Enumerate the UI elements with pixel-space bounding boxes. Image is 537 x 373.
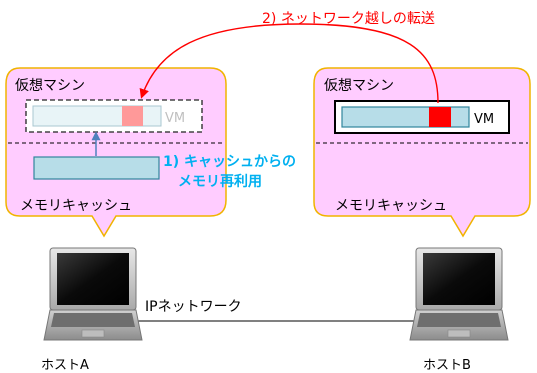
host-a-name: ホストA	[41, 358, 89, 373]
host-b-vm-box: VM	[334, 100, 510, 134]
host-b-vm-tag: VM	[474, 112, 494, 127]
host-a-vm-title: 仮想マシン	[15, 78, 85, 94]
host-a-cache-label: メモリキャッシュ	[20, 198, 132, 214]
host-b-vm-page	[429, 107, 451, 127]
network-label: IPネットワーク	[145, 299, 242, 315]
host-b-cache-label: メモリキャッシュ	[335, 198, 447, 214]
host-a-vm-tag: VM	[165, 111, 185, 126]
host-b-vm-title: 仮想マシン	[324, 78, 394, 94]
transfer-arrow	[139, 23, 439, 104]
laptop-b-icon	[409, 247, 509, 341]
host-a-vm-box: VM	[25, 99, 203, 133]
host-b-name: ホストB	[423, 358, 471, 373]
host-a-vm-page	[122, 106, 143, 126]
transfer-label: 2) ネットワーク越しの転送	[262, 11, 435, 27]
reuse-label-line1: 1) キャッシュからの	[163, 154, 296, 170]
reuse-label-line2: メモリ再利用	[178, 173, 262, 190]
laptop-a-icon	[43, 247, 143, 341]
host-a-cache-memory	[33, 156, 160, 180]
